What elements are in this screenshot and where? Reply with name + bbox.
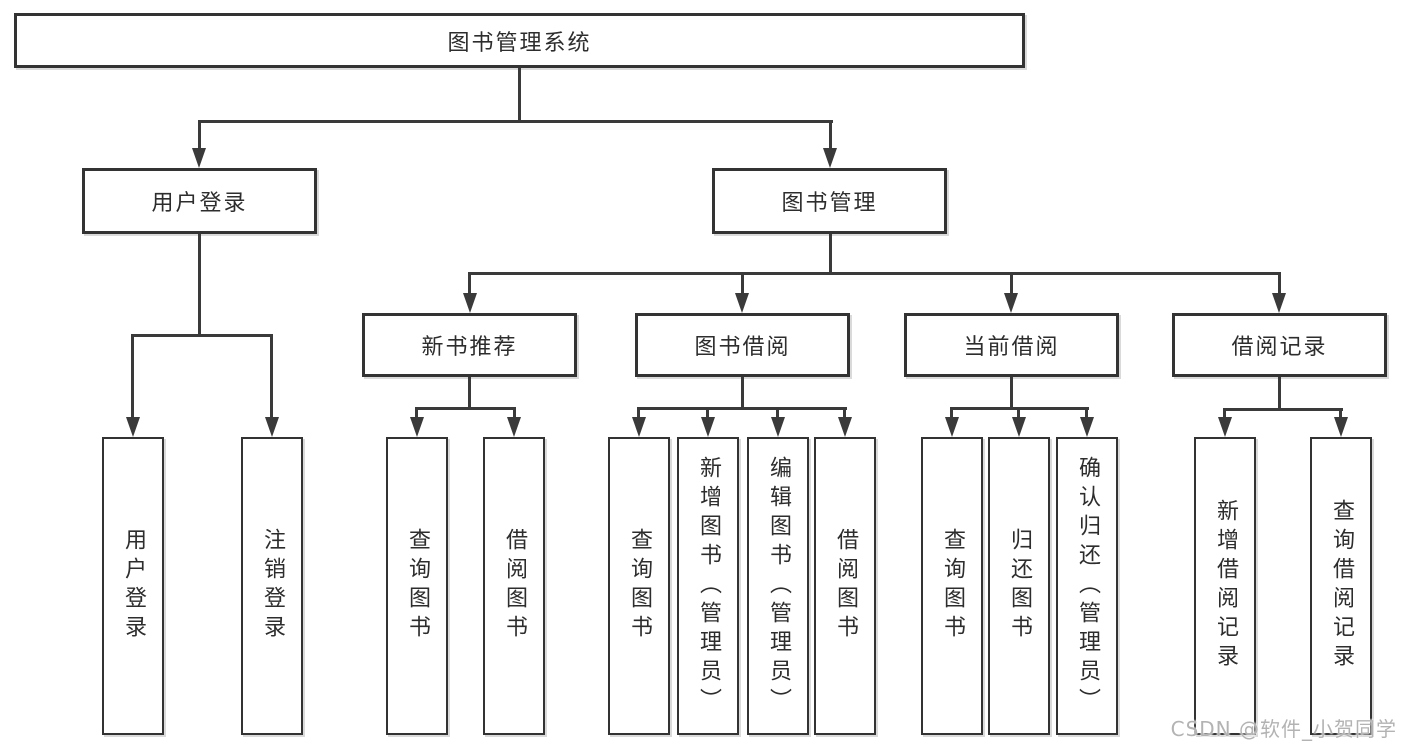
node-root: 图书管理系统 <box>14 13 1025 68</box>
node-new-book-recommendation: 新书推荐 <box>362 313 577 377</box>
connector-line <box>776 407 779 421</box>
arrowhead-down <box>945 417 959 437</box>
connector-line <box>131 334 273 337</box>
arrowhead-down <box>1012 417 1026 437</box>
arrowhead-down <box>192 148 206 168</box>
node-user-login: 用户登录 <box>82 168 317 234</box>
connector-line <box>637 407 847 410</box>
node-label: 图书借阅 <box>694 335 791 360</box>
connector-line <box>1223 408 1343 411</box>
arrowhead-down <box>1334 417 1348 437</box>
leaf-label: 新增图书（管理员） <box>696 455 721 717</box>
connector-line <box>198 234 201 337</box>
connector-line <box>829 234 832 275</box>
connector-line <box>1339 408 1342 421</box>
leaf-query-books-borrowing: 查询图书 <box>608 437 670 735</box>
connector-line <box>1278 272 1281 295</box>
arrowhead-down <box>1080 417 1094 437</box>
leaf-confirm-return-admin: 确认归还（管理员） <box>1056 437 1118 735</box>
node-label: 当前借阅 <box>963 335 1060 360</box>
connector-line <box>706 407 709 421</box>
node-label: 用户登录 <box>151 191 248 216</box>
leaf-label: 用户登录 <box>121 528 146 644</box>
connector-line <box>1010 377 1013 410</box>
connector-line <box>518 68 521 121</box>
leaf-label: 借阅图书 <box>833 528 858 644</box>
arrowhead-down <box>771 417 785 437</box>
node-label: 新书推荐 <box>421 335 518 360</box>
arrowhead-down <box>1272 293 1286 313</box>
arrowhead-down <box>1218 417 1232 437</box>
arrowhead-down <box>126 417 140 437</box>
arrowhead-down <box>507 417 521 437</box>
connector-line <box>1017 407 1020 421</box>
leaf-label: 查询图书 <box>405 528 430 644</box>
connector-line <box>131 334 134 420</box>
connector-line <box>950 407 953 421</box>
leaf-label: 借阅图书 <box>502 528 527 644</box>
node-label: 图书管理 <box>781 191 878 216</box>
leaf-label: 归还图书 <box>1007 528 1032 644</box>
node-book-management: 图书管理 <box>712 168 947 234</box>
leaf-borrow-books-borrowing: 借阅图书 <box>814 437 876 735</box>
arrowhead-down <box>265 417 279 437</box>
leaf-edit-book-admin: 编辑图书（管理员） <box>747 437 809 735</box>
connector-line <box>1223 408 1226 421</box>
leaf-label: 确认归还（管理员） <box>1075 455 1100 717</box>
node-label: 图书管理系统 <box>447 30 592 56</box>
leaf-query-borrow-record: 查询借阅记录 <box>1310 437 1372 735</box>
arrowhead-down <box>410 417 424 437</box>
connector-line <box>1278 377 1281 411</box>
leaf-borrow-books-recommend: 借阅图书 <box>483 437 545 735</box>
connector-line <box>637 407 640 421</box>
connector-line <box>415 407 418 421</box>
arrowhead-down <box>1004 293 1018 313</box>
connector-line <box>198 120 833 123</box>
connector-line <box>468 377 471 410</box>
node-book-borrowing: 图书借阅 <box>635 313 850 377</box>
connector-line <box>1010 272 1013 295</box>
arrowhead-down <box>701 417 715 437</box>
leaf-label: 查询借阅记录 <box>1329 499 1354 673</box>
arrowhead-down <box>735 293 749 313</box>
connector-line <box>741 272 744 295</box>
leaf-return-book: 归还图书 <box>988 437 1050 735</box>
leaf-label: 查询图书 <box>940 528 965 644</box>
watermark: CSDN @软件_小贺同学 <box>1170 717 1397 741</box>
leaf-label: 查询图书 <box>627 528 652 644</box>
connector-line <box>270 334 273 420</box>
arrowhead-down <box>823 148 837 168</box>
connector-line <box>468 272 1281 275</box>
leaf-label: 新增借阅记录 <box>1213 499 1238 673</box>
leaf-add-book-admin: 新增图书（管理员） <box>677 437 739 735</box>
node-current-borrowing: 当前借阅 <box>904 313 1119 377</box>
arrowhead-down <box>632 417 646 437</box>
connector-line <box>415 407 516 410</box>
node-label: 借阅记录 <box>1231 335 1328 360</box>
leaf-label: 编辑图书（管理员） <box>766 455 791 717</box>
node-borrowing-records: 借阅记录 <box>1172 313 1387 377</box>
connector-line <box>1085 407 1088 421</box>
leaf-label: 注销登录 <box>260 528 285 644</box>
connector-line <box>741 377 744 410</box>
connector-line <box>829 120 832 151</box>
leaf-add-borrow-record: 新增借阅记录 <box>1194 437 1256 735</box>
arrowhead-down <box>463 293 477 313</box>
connector-line <box>843 407 846 421</box>
arrowhead-down <box>838 417 852 437</box>
leaf-query-books-current: 查询图书 <box>921 437 983 735</box>
leaf-query-books-recommend: 查询图书 <box>386 437 448 735</box>
connector-line <box>468 272 471 295</box>
connector-line <box>198 120 201 151</box>
connector-line <box>513 407 516 421</box>
leaf-logout: 注销登录 <box>241 437 303 735</box>
leaf-user-login: 用户登录 <box>102 437 164 735</box>
